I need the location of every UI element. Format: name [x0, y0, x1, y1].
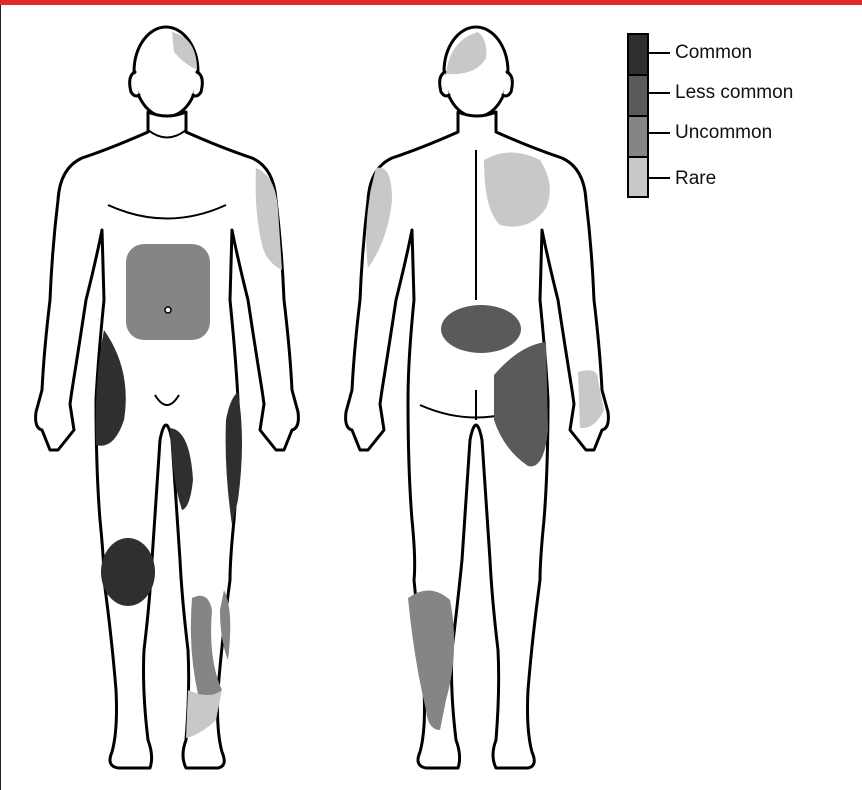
legend-swatch-uncommon [628, 116, 648, 157]
legend [628, 34, 670, 197]
legend-label-uncommon: Uncommon [675, 122, 772, 144]
front-navel [165, 307, 171, 313]
back-lower-back-less-common [441, 305, 521, 353]
legend-swatch-common [628, 34, 648, 75]
legend-label-rare: Rare [675, 168, 716, 190]
front-right-knee-common [101, 538, 155, 606]
legend-label-less-common: Less common [675, 82, 793, 104]
legend-label-common: Common [675, 42, 752, 64]
front-abdomen-uncommon [126, 244, 210, 340]
legend-swatch-rare [628, 157, 648, 197]
legend-swatch-less-common [628, 75, 648, 116]
front-head [134, 27, 198, 117]
